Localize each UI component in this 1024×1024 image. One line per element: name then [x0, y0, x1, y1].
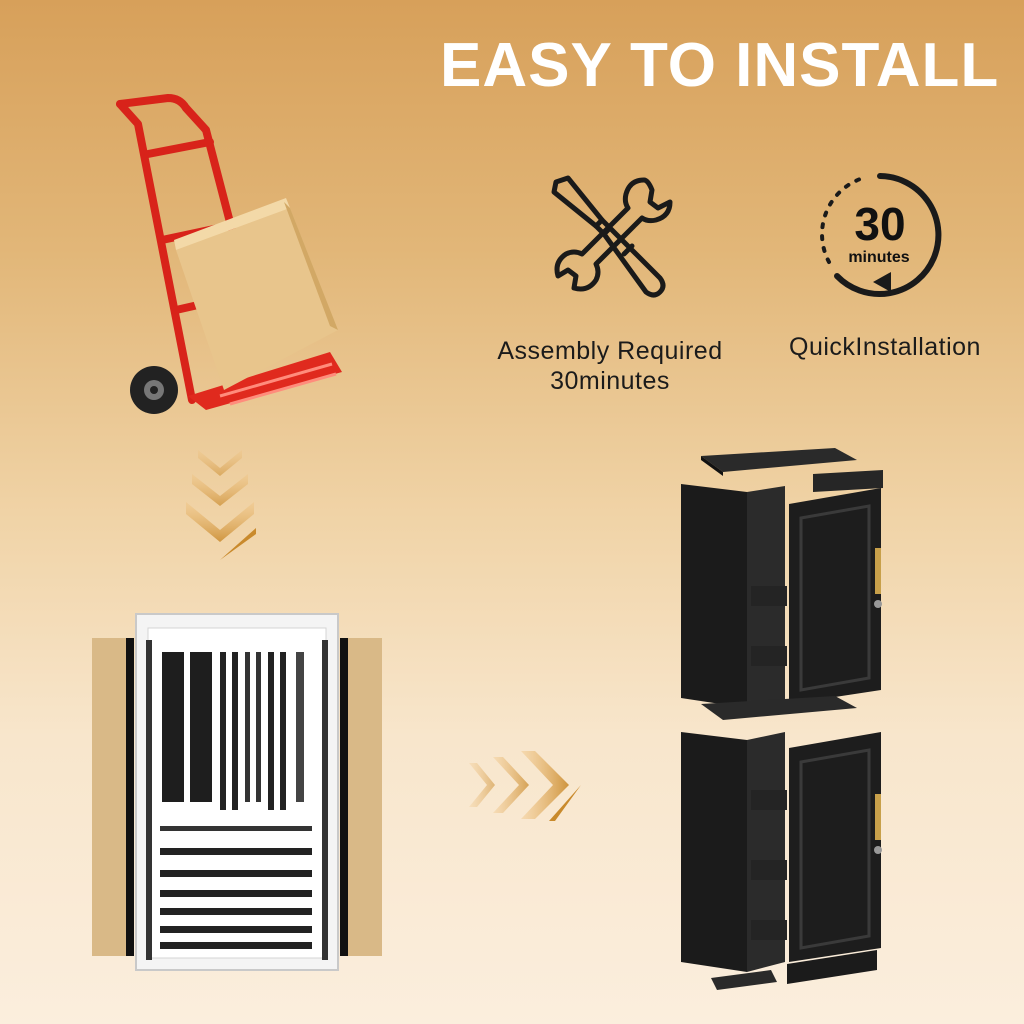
timer-unit: minutes — [848, 249, 909, 266]
assembly-label-line1: Assembly Required — [497, 337, 723, 365]
right-arrow-icon — [469, 749, 581, 821]
headline: EASY TO INSTALL — [440, 31, 1000, 100]
down-arrow-icon — [184, 450, 256, 560]
assembly-label: Assembly Required 30minutes — [470, 336, 750, 396]
cabinet-exploded-illustration — [681, 448, 883, 990]
packaged-parts-illustration — [92, 613, 382, 971]
hand-truck-illustration — [116, 94, 342, 414]
tools-icon — [551, 175, 673, 298]
timer-icon: 30 minutes — [820, 173, 942, 297]
quick-installation-label: QuickInstallation — [789, 333, 981, 361]
timer-number: 30 — [854, 198, 905, 250]
assembly-label-line2: 30minutes — [550, 367, 670, 395]
